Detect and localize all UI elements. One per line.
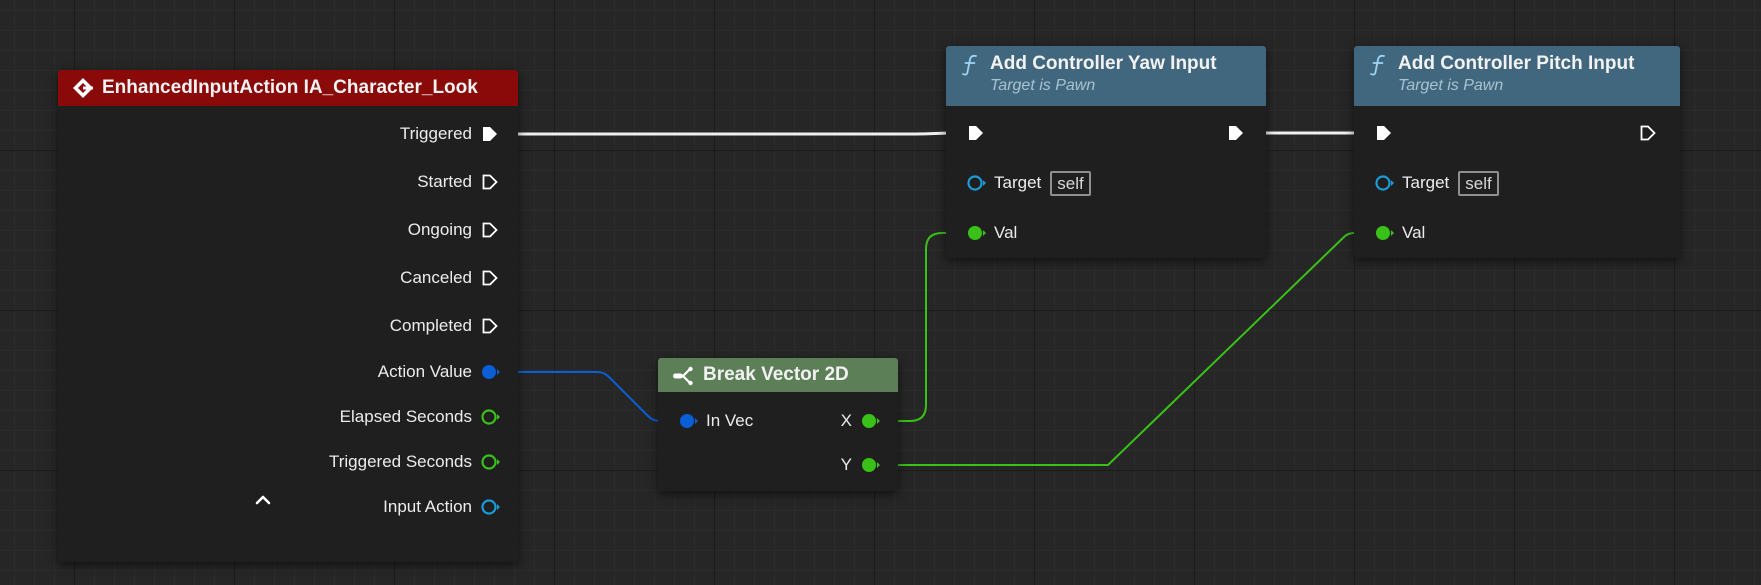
- break-node-header[interactable]: Break Vector 2D: [658, 358, 898, 392]
- wire-action-value-to-in-vec[interactable]: [518, 371, 678, 422]
- pin-label-y: Y: [840, 455, 852, 474]
- yaw-node-title: Add Controller Yaw Input: [990, 53, 1217, 74]
- pin-label-started: Started: [417, 172, 472, 191]
- exec-pin-icon[interactable]: [480, 268, 500, 288]
- function-icon: [1370, 54, 1385, 76]
- yaw-node-header[interactable]: Add Controller Yaw Input Target is Pawn: [946, 46, 1266, 106]
- pin-row-pitch-val[interactable]: Val: [1374, 218, 1425, 248]
- float-pin-icon[interactable]: [860, 411, 880, 431]
- pin-row-ongoing[interactable]: Ongoing: [408, 215, 500, 245]
- exec-out-pin-icon[interactable]: [1638, 123, 1658, 143]
- object-pin-icon[interactable]: [1374, 173, 1394, 193]
- event-diamond-icon: [73, 78, 93, 98]
- pin-label-val: Val: [994, 223, 1018, 242]
- pin-label-elapsed-seconds: Elapsed Seconds: [339, 407, 472, 426]
- pin-row-elapsed-seconds[interactable]: Elapsed Seconds: [340, 402, 500, 432]
- float-pin-icon[interactable]: [860, 455, 880, 475]
- exec-pin-filled-icon[interactable]: [480, 124, 500, 144]
- exec-pin-icon[interactable]: [480, 172, 500, 192]
- pin-row-yaw-val[interactable]: Val: [966, 218, 1017, 248]
- object-pin-icon[interactable]: [966, 173, 986, 193]
- wire-y-to-pitch-val[interactable]: [898, 232, 1368, 466]
- event-node-title: EnhancedInputAction IA_Character_Look: [102, 77, 478, 98]
- pin-row-canceled[interactable]: Canceled: [400, 263, 500, 293]
- enhanced-input-action-node[interactable]: EnhancedInputAction IA_Character_Look Tr…: [58, 70, 518, 562]
- pin-row-completed[interactable]: Completed: [390, 311, 500, 341]
- vector2d-pin-icon[interactable]: [678, 411, 698, 431]
- pin-label-target: Target: [994, 173, 1042, 192]
- pin-row-started[interactable]: Started: [417, 167, 500, 197]
- pin-label-action-value: Action Value: [377, 362, 472, 381]
- float-pin-icon[interactable]: [1374, 223, 1394, 243]
- add-controller-yaw-input-node[interactable]: Add Controller Yaw Input Target is Pawn …: [946, 46, 1266, 258]
- pin-label-triggered-seconds: Triggered Seconds: [328, 452, 472, 471]
- break-node-title: Break Vector 2D: [703, 364, 849, 385]
- exec-in-pin-icon[interactable]: [966, 123, 986, 143]
- exec-pin-icon[interactable]: [480, 220, 500, 240]
- event-node-header[interactable]: EnhancedInputAction IA_Character_Look: [58, 70, 518, 106]
- pin-row-input-action[interactable]: Input Action: [383, 492, 500, 522]
- pin-label-target: Target: [1402, 173, 1450, 192]
- pin-label-triggered: Triggered: [399, 124, 472, 143]
- pin-row-pitch-target[interactable]: Target self: [1374, 168, 1499, 198]
- pin-row-x[interactable]: X: [841, 406, 880, 436]
- float-pin-icon[interactable]: [966, 223, 986, 243]
- pin-label-in-vec: In Vec: [706, 411, 754, 430]
- break-vector-2d-node[interactable]: Break Vector 2D In Vec X Y: [658, 358, 898, 491]
- function-icon: [962, 54, 977, 76]
- pin-label-completed: Completed: [389, 316, 472, 335]
- pin-label-x: X: [840, 411, 852, 430]
- pin-label-ongoing: Ongoing: [407, 220, 472, 239]
- exec-in-pin-icon[interactable]: [1374, 123, 1394, 143]
- wire-x-to-yaw-val[interactable]: [898, 232, 960, 422]
- pin-label-input-action: Input Action: [383, 497, 472, 516]
- object-pin-icon[interactable]: [480, 497, 500, 517]
- add-controller-pitch-input-node[interactable]: Add Controller Pitch Input Target is Paw…: [1354, 46, 1680, 258]
- collapse-chevron-up-icon[interactable]: [251, 488, 275, 512]
- yaw-node-subtitle: Target is Pawn: [990, 77, 1096, 94]
- pin-row-y[interactable]: Y: [841, 450, 880, 480]
- pin-row-triggered-seconds[interactable]: Triggered Seconds: [329, 447, 500, 477]
- exec-out-pin-icon[interactable]: [1226, 123, 1246, 143]
- exec-wire-triggered-to-yaw[interactable]: [518, 131, 961, 136]
- target-default-self[interactable]: self: [1458, 170, 1499, 196]
- pin-row-action-value[interactable]: Action Value: [378, 357, 500, 387]
- float-pin-icon[interactable]: [480, 407, 500, 427]
- vector2d-pin-icon[interactable]: [480, 362, 500, 382]
- pitch-node-header[interactable]: Add Controller Pitch Input Target is Paw…: [1354, 46, 1680, 106]
- pitch-node-title: Add Controller Pitch Input: [1398, 53, 1635, 74]
- exec-pin-icon[interactable]: [480, 316, 500, 336]
- pin-row-in-vec[interactable]: In Vec: [678, 406, 753, 436]
- pin-row-yaw-target[interactable]: Target self: [966, 168, 1091, 198]
- target-default-self[interactable]: self: [1050, 170, 1091, 196]
- pin-label-canceled: Canceled: [400, 268, 472, 287]
- pin-label-val: Val: [1402, 223, 1426, 242]
- pin-row-triggered[interactable]: Triggered: [400, 119, 500, 149]
- pitch-node-subtitle: Target is Pawn: [1398, 77, 1504, 94]
- break-struct-icon: [673, 366, 693, 386]
- float-pin-icon[interactable]: [480, 452, 500, 472]
